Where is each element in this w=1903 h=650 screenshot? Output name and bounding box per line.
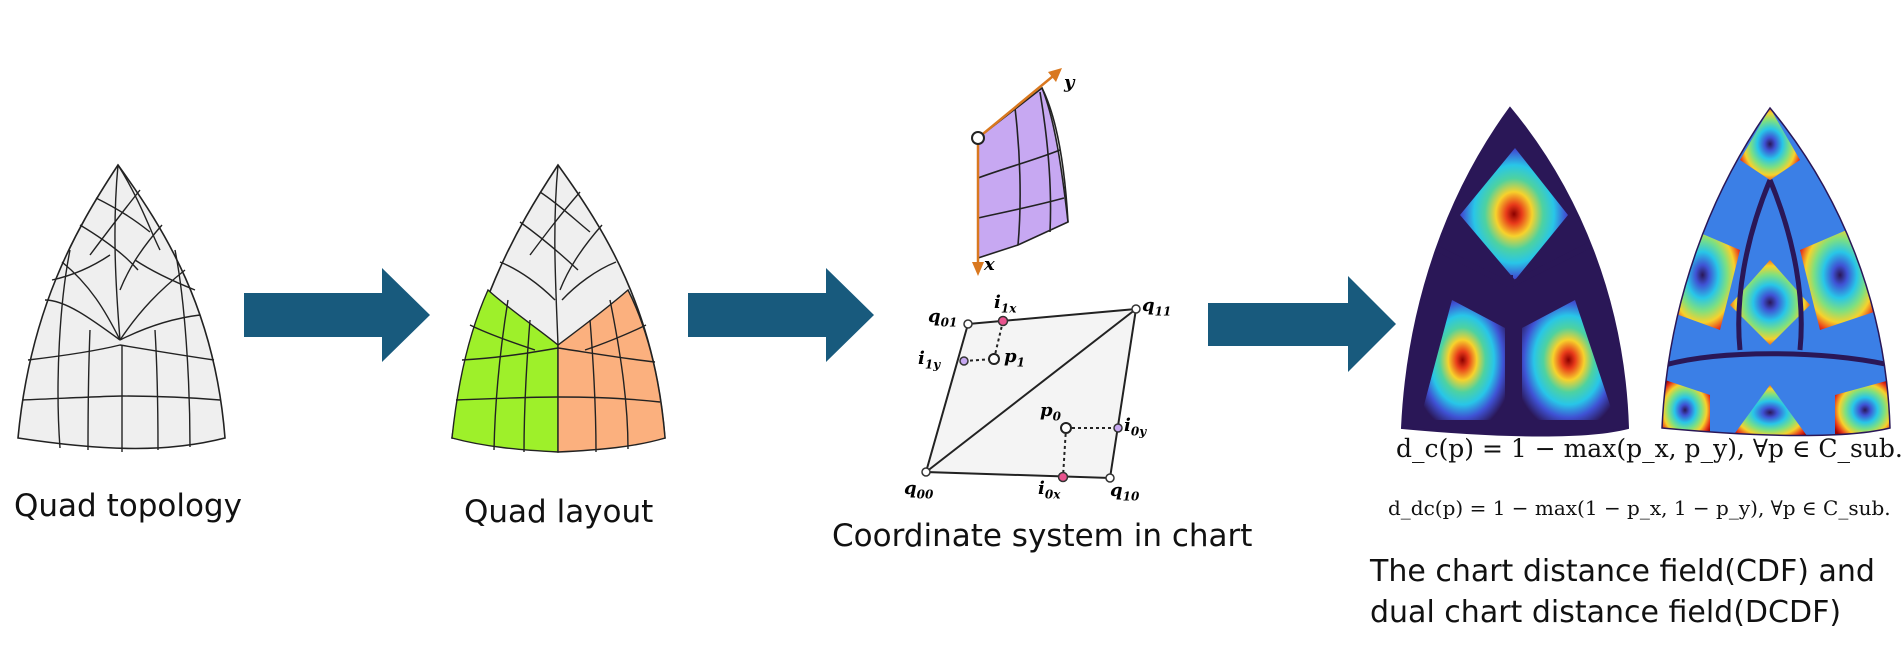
label-q11: q11 (1142, 295, 1172, 319)
coordinate-quad (921, 304, 1141, 483)
label-q00: q00 (904, 478, 934, 502)
quad-topology-mesh (17, 163, 226, 452)
arrow-3 (1208, 276, 1396, 372)
label-q01: q01 (928, 306, 958, 330)
label-i0x: i0x (1038, 478, 1061, 502)
label-i1y: i1y (918, 348, 941, 372)
dcdf-field (1661, 106, 1891, 437)
arrow-1 (244, 268, 430, 362)
label-q10: q10 (1110, 480, 1140, 504)
axis-label-x: x (984, 254, 995, 275)
label-i1x: i1x (994, 292, 1017, 316)
arrow-2 (688, 268, 874, 362)
caption-quad-layout: Quad layout (464, 494, 654, 530)
caption-coordinate-system: Coordinate system in chart (832, 518, 1253, 554)
label-i0y: i0y (1124, 415, 1147, 439)
caption-distance-field-line2: dual chart distance field(DCDF) (1370, 595, 1842, 630)
quad-layout-mesh (451, 163, 666, 453)
caption-distance-field-line1: The chart distance field(CDF) and (1370, 554, 1875, 589)
equation-dcdf: d_dc(p) = 1 − max(1 − p_x, 1 − p_y), ∀p … (1388, 496, 1891, 520)
axis-label-y: y (1064, 72, 1075, 93)
label-p1: p1 (1004, 346, 1025, 370)
equation-cdf: d_c(p) = 1 − max(p_x, p_y), ∀p ∈ C_sub. (1396, 434, 1903, 463)
caption-quad-topology: Quad topology (14, 488, 242, 524)
label-p0: p0 (1040, 400, 1061, 424)
cdf-field (1400, 106, 1630, 437)
chart-axis-illustration (971, 68, 1069, 276)
